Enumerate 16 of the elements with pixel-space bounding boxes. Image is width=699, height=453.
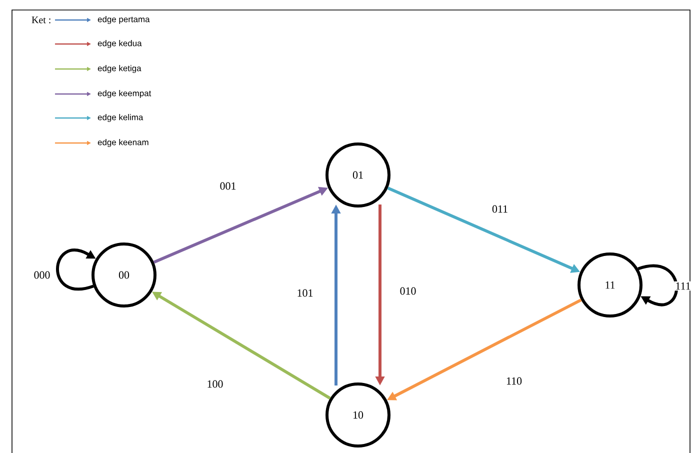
legend-label: edge ketiga <box>98 65 142 73</box>
loop-arrow <box>638 264 678 306</box>
edge-label: 100 <box>206 379 224 389</box>
legend-label: edge pertama <box>98 16 150 24</box>
legend-label: edge kelima <box>98 114 144 122</box>
edge-label: 110 <box>505 376 524 386</box>
edge-label: 101 <box>296 288 314 298</box>
legend-label: edge keenam <box>98 139 148 147</box>
legend-heading: Ket : <box>32 16 50 24</box>
edge-label: 001 <box>218 181 238 191</box>
edge-label: 000 <box>32 270 52 280</box>
edge-label: 010 <box>398 286 418 296</box>
edge-label: 111 <box>674 281 692 291</box>
edge-label: 011 <box>491 204 510 214</box>
legend-label: edge keempat <box>98 90 152 98</box>
legend-label: edge kedua <box>98 40 142 48</box>
